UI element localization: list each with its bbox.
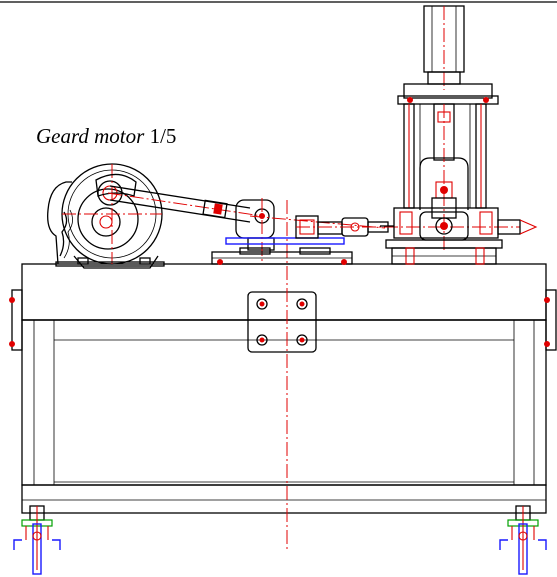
center-plate xyxy=(247,291,317,353)
gear-motor-name: Geard motor xyxy=(36,124,145,148)
gear-ratio: 1/5 xyxy=(149,124,177,148)
geared-motor xyxy=(47,163,165,269)
leveling-foot-right xyxy=(499,505,547,575)
gear-motor-label: Geard motor 1/5 xyxy=(36,124,176,149)
connecting-rod xyxy=(107,185,263,223)
slider-assembly xyxy=(295,215,520,239)
leveling-foot-left xyxy=(13,505,61,575)
press-column xyxy=(380,5,538,265)
base-frame xyxy=(9,263,557,514)
crank-block xyxy=(211,198,386,265)
